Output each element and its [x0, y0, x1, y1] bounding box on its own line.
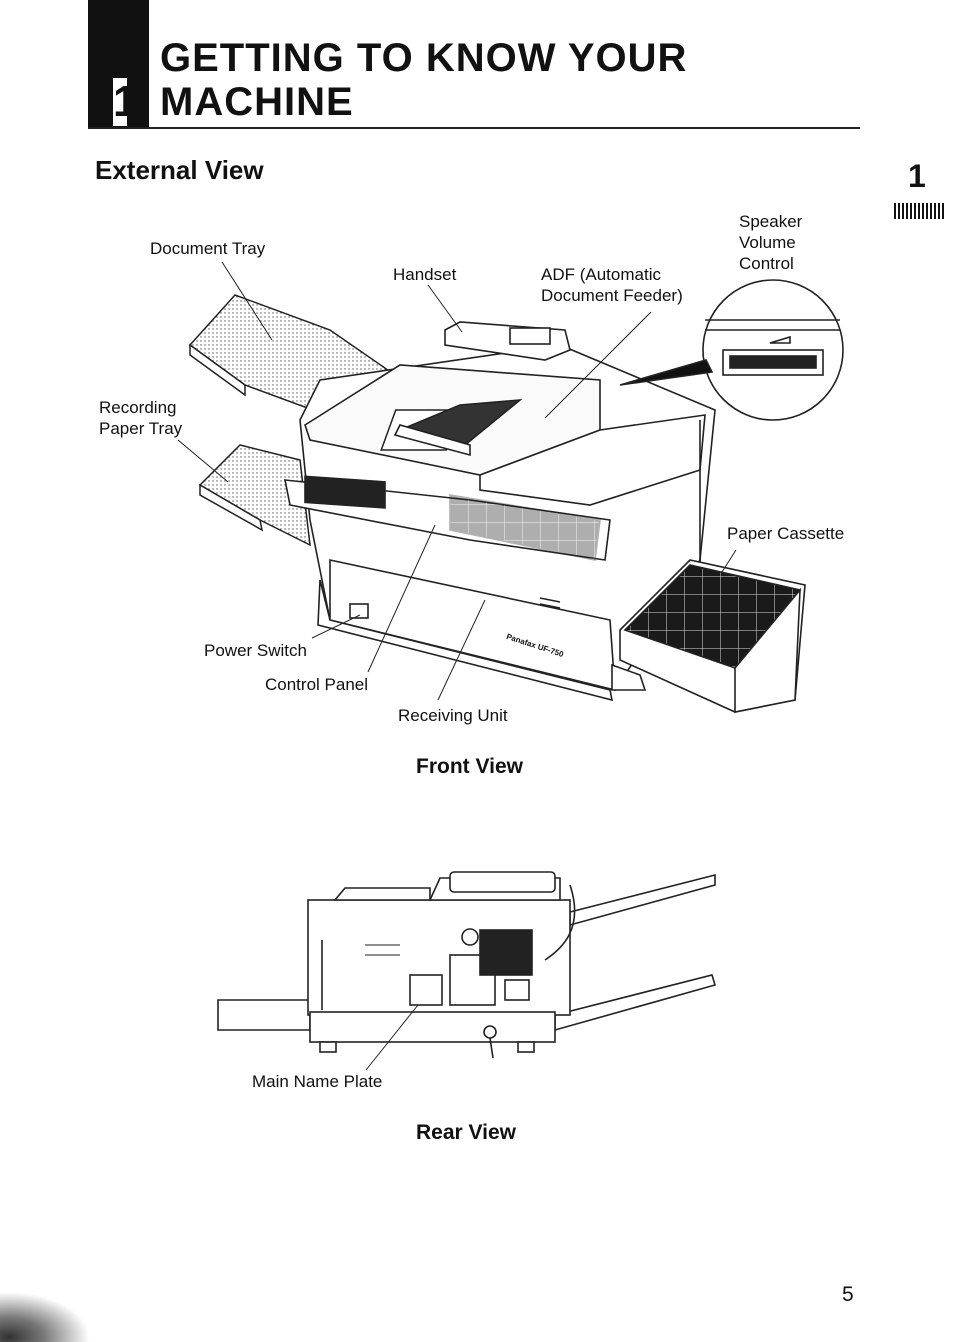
chapter-title-line-1: GETTING TO KNOW YOUR [160, 36, 688, 80]
label-receiving-unit: Receiving Unit [398, 706, 508, 725]
label-paper-cassette: Paper Cassette [727, 524, 845, 543]
page-number: 5 [842, 1283, 854, 1306]
rear-view-caption: Rear View [416, 1121, 517, 1144]
label-speaker-volume-control: Speaker Volume Control [739, 212, 803, 273]
label-power-switch: Power Switch [204, 641, 307, 660]
scan-corner-shadow [0, 1292, 90, 1342]
label-document-tray: Document Tray [150, 239, 266, 258]
rear-view-illustration [217, 871, 717, 1071]
front-view-caption: Front View [416, 755, 523, 778]
fax-machine-body [284, 321, 716, 702]
chapter-title-line-2: MACHINE [160, 80, 354, 124]
paper-cassette [611, 559, 806, 713]
section-heading: External View [95, 155, 264, 185]
label-main-name-plate: Main Name Plate [252, 1072, 383, 1091]
side-chapter-number: 1 [908, 158, 926, 194]
title-rule [88, 127, 860, 129]
side-index-marks [894, 203, 946, 219]
label-recording-paper-tray: Recording Paper Tray [99, 398, 183, 438]
chapter-title: GETTING TO KNOW YOUR MACHINE [160, 36, 687, 124]
chapter-number: 1 [113, 77, 138, 126]
speaker-volume-detail [619, 279, 844, 421]
label-control-panel: Control Panel [265, 675, 369, 694]
label-adf: ADF (Automatic Document Feeder) [541, 265, 683, 305]
label-handset: Handset [393, 265, 457, 284]
front-view-leader-lines [177, 261, 737, 701]
